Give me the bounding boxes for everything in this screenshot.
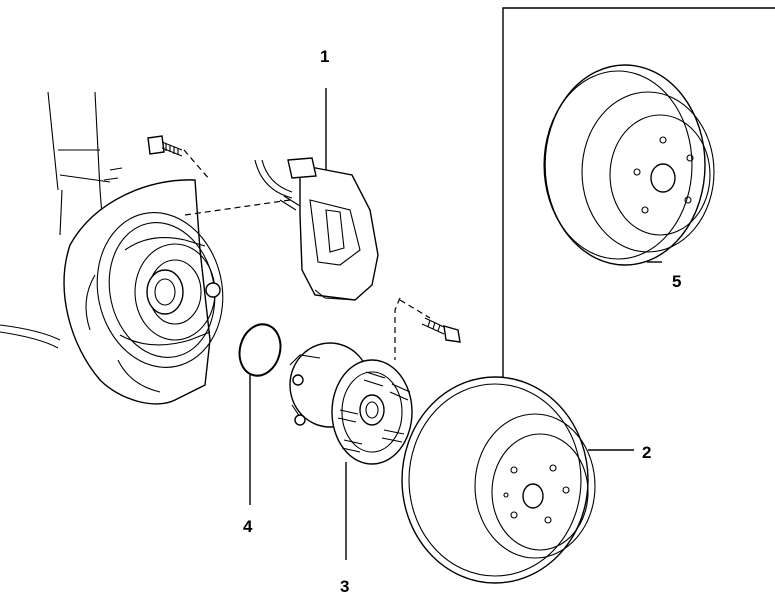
hub-bearing: [289, 342, 413, 465]
assembly-lines: [183, 149, 431, 360]
inset-frame: [502, 7, 775, 380]
callout-4: 4: [243, 517, 253, 536]
leader-lines: [249, 88, 662, 560]
brake-disc: [401, 376, 596, 584]
mounting-bolt-upper: [147, 135, 183, 157]
backing-plate-assembly: [63, 179, 224, 405]
caliper-bolt: [421, 317, 461, 343]
callout-5: 5: [672, 272, 681, 291]
brake-drum: [543, 64, 715, 266]
callout-3: 3: [340, 577, 349, 596]
callout-1: 1: [320, 47, 329, 66]
o-ring: [238, 323, 282, 377]
callout-2: 2: [642, 443, 651, 462]
brake-caliper: [254, 157, 379, 301]
